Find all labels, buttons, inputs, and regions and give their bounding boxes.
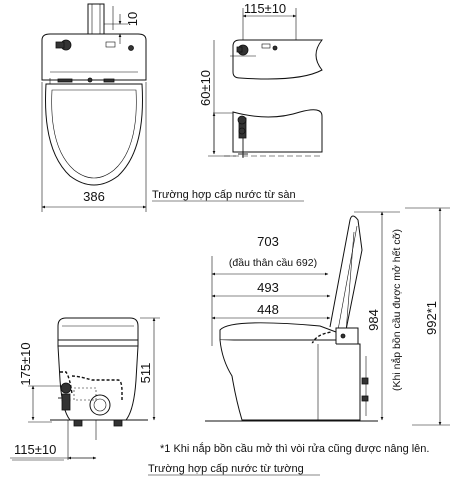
dim-seat-height: 511	[138, 363, 153, 384]
caption-floor-supply: Trường hợp cấp nước từ sàn	[152, 189, 296, 201]
dim-height-984: 984	[366, 309, 381, 331]
open-lid	[329, 215, 363, 331]
dim-width-front: 386	[83, 189, 105, 204]
tank-top-view	[41, 33, 147, 81]
floor-supply-view: 115±10 60±10 Trường hợp cấp nước từ sàn	[152, 1, 324, 202]
tank-front	[57, 317, 139, 341]
dim-reach-493: 493	[257, 280, 279, 295]
dim-height-992: 992*1	[424, 301, 439, 335]
top-view: 10 386	[41, 3, 147, 212]
seat-top-view	[45, 83, 143, 186]
dim-wall-pipe-height: 175±10	[18, 342, 33, 385]
body-outline-floor	[232, 109, 323, 153]
tank-outline-floor	[232, 39, 324, 80]
nozzle-path	[311, 331, 333, 345]
dim-reach-note: (đầu thân cầu 692)	[229, 257, 317, 269]
dim-pipe-offset-top: 115±10	[244, 1, 286, 16]
seat-side	[219, 322, 337, 341]
dim-height-note: (Khi nắp bồn cầu được mở hết cỡ)	[390, 229, 403, 391]
side-view: 703 (đầu thân cầu 692) 493 448 984 (Khi …	[205, 207, 450, 426]
dim-tank-top: 10	[125, 12, 140, 26]
dim-reach-703: 703	[257, 234, 279, 249]
bowl-side	[219, 339, 361, 421]
dim-pipe-height-floor: 60±10	[198, 70, 213, 106]
caption-wall-supply: Trường hợp cấp nước từ tường	[148, 463, 304, 475]
dim-reach-448: 448	[257, 302, 279, 317]
dim-wall-pipe-offset: 115±10	[14, 442, 56, 457]
front-view-wall: 175±10 511 115±10	[10, 317, 160, 461]
supply-pipe-top	[87, 3, 105, 35]
wall-valve-icon	[60, 382, 72, 394]
trap-front	[89, 394, 111, 416]
footnote: *1 Khi nắp bồn cầu mở thì vòi rửa cũng đ…	[160, 442, 429, 455]
